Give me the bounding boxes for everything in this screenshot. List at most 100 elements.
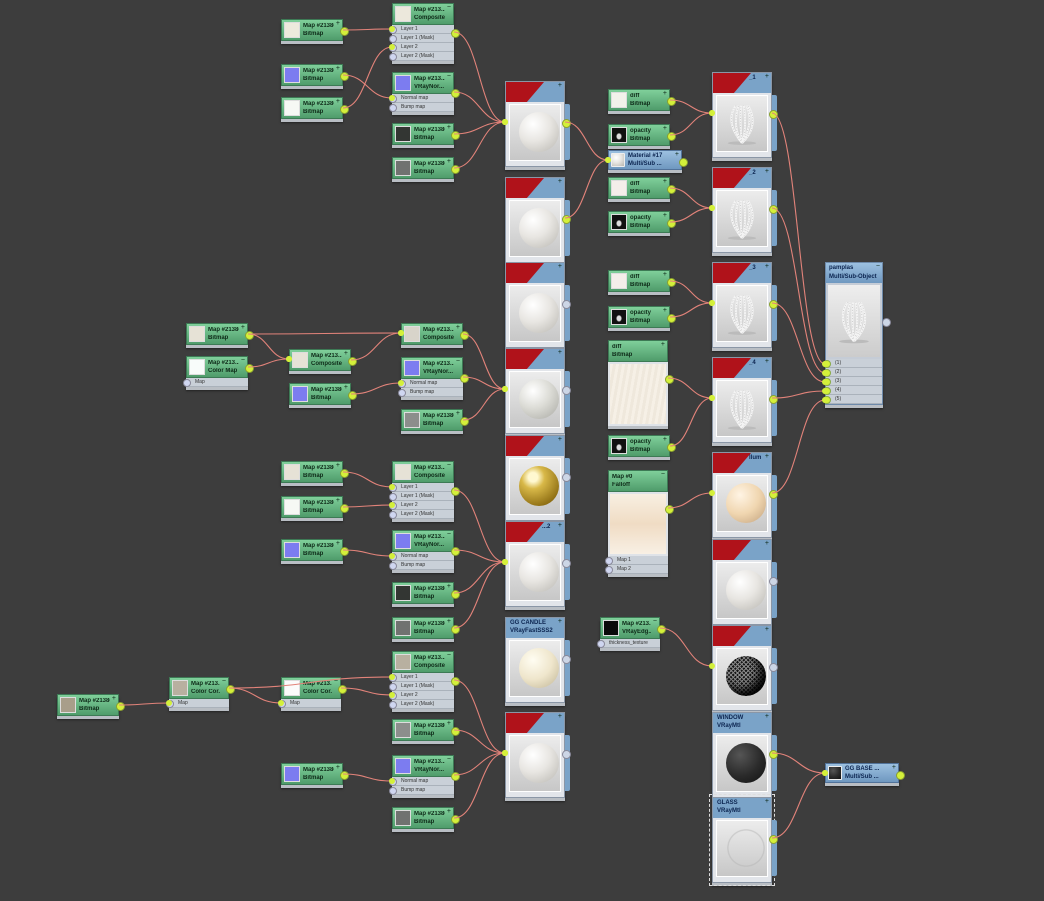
expand-icon[interactable]: + — [764, 168, 769, 175]
input-socket[interactable] — [823, 378, 831, 386]
collapse-icon[interactable]: − — [446, 73, 451, 80]
expand-icon[interactable]: + — [446, 618, 451, 625]
output-socket[interactable] — [769, 300, 778, 309]
material-node-m6[interactable]: ...2+ — [505, 521, 570, 607]
expand-icon[interactable]: + — [660, 341, 665, 348]
output-socket[interactable] — [769, 577, 778, 586]
output-socket[interactable] — [769, 750, 778, 759]
output-socket[interactable] — [451, 29, 460, 38]
expand-icon[interactable]: + — [446, 808, 451, 815]
collapse-icon[interactable]: − — [660, 471, 665, 478]
expand-icon[interactable]: + — [343, 350, 348, 357]
output-socket[interactable] — [562, 559, 571, 568]
input-socket[interactable] — [389, 44, 397, 52]
expand-icon[interactable]: + — [111, 695, 116, 702]
slot-bump-map[interactable]: Bump map — [389, 786, 454, 795]
output-socket[interactable] — [340, 27, 349, 36]
output-socket[interactable] — [245, 331, 254, 340]
expand-icon[interactable]: + — [335, 764, 340, 771]
slot-layer-1[interactable]: Layer 1 — [389, 673, 454, 682]
output-socket[interactable] — [451, 772, 460, 781]
collapse-icon[interactable]: − — [446, 462, 451, 469]
output-socket[interactable] — [667, 314, 676, 323]
slot-bump-map[interactable]: Bump map — [389, 103, 454, 112]
output-socket[interactable] — [562, 473, 571, 482]
slot-sub-material-2[interactable]: (2) — [823, 368, 882, 377]
output-socket[interactable] — [340, 72, 349, 81]
k_cc1-map-node[interactable]: Map #213...Color Cor...−Map — [166, 677, 229, 708]
slot-normal-map[interactable]: Normal map — [389, 552, 454, 561]
output-socket[interactable] — [451, 547, 460, 556]
slot-map-2[interactable]: Map 2 — [605, 565, 668, 574]
output-socket[interactable] — [340, 771, 349, 780]
expand-icon[interactable]: + — [662, 125, 667, 132]
slot-layer-1[interactable]: Layer 1 — [389, 25, 454, 34]
material-node-m_e[interactable]: llum+ — [712, 452, 777, 538]
expand-icon[interactable]: + — [335, 540, 340, 547]
input-socket[interactable] — [389, 701, 397, 709]
k_bm3-map-node[interactable]: Map #213862...Bitmap+ — [281, 763, 343, 785]
output-socket[interactable] — [667, 97, 676, 106]
expand-icon[interactable]: + — [335, 98, 340, 105]
output-socket[interactable] — [338, 685, 347, 694]
output-socket[interactable] — [460, 374, 469, 383]
material-node-m2[interactable]: + — [505, 177, 570, 263]
material-node-m1[interactable]: + — [505, 81, 570, 167]
slot-layer-1-mask-[interactable]: Layer 1 (Mask) — [389, 682, 454, 691]
material-node-m_c[interactable]: _3+ — [712, 262, 777, 348]
input-socket[interactable] — [823, 360, 831, 368]
input-socket[interactable] — [823, 369, 831, 377]
output-socket[interactable] — [562, 300, 571, 309]
input-socket[interactable] — [166, 700, 174, 708]
g_comp2-map-node[interactable]: Map #213...Composite+ — [401, 323, 463, 345]
slot-thickness-texture[interactable]: thickness_texture — [597, 639, 660, 648]
collapse-icon[interactable]: − — [446, 756, 451, 763]
k_bm4-map-node[interactable]: Map #213862...Bitmap+ — [392, 807, 454, 829]
t_bm4-map-node[interactable]: Map #213862...Bitmap+ — [392, 123, 454, 145]
g_bm1-map-node[interactable]: Map #213862...Bitmap+ — [186, 323, 248, 345]
output-socket[interactable] — [667, 132, 676, 141]
collapse-icon[interactable]: − — [652, 618, 657, 625]
slot-bump-map[interactable]: Bump map — [389, 561, 454, 570]
h_bm2-map-node[interactable]: Map #213862...Bitmap+ — [281, 496, 343, 518]
expand-icon[interactable]: + — [764, 798, 769, 805]
expand-icon[interactable]: + — [335, 497, 340, 504]
slot-map[interactable]: Map — [183, 378, 248, 387]
expand-icon[interactable]: + — [764, 713, 769, 720]
input-socket[interactable] — [597, 640, 605, 648]
output-socket[interactable] — [769, 205, 778, 214]
expand-icon[interactable]: + — [343, 384, 348, 391]
output-socket[interactable] — [769, 110, 778, 119]
input-socket[interactable] — [389, 674, 397, 682]
output-socket[interactable] — [451, 165, 460, 174]
input-socket[interactable] — [389, 493, 397, 501]
input-socket[interactable] — [823, 387, 831, 395]
collapse-icon[interactable]: − — [446, 4, 451, 11]
output-socket[interactable] — [667, 219, 676, 228]
expand-icon[interactable]: + — [335, 20, 340, 27]
collapse-icon[interactable]: − — [333, 678, 338, 685]
expand-icon[interactable]: + — [662, 307, 667, 314]
collapse-icon[interactable]: − — [455, 358, 460, 365]
expand-icon[interactable]: + — [764, 540, 769, 547]
input-socket[interactable] — [389, 778, 397, 786]
slot-layer-2-mask-[interactable]: Layer 2 (Mask) — [389, 700, 454, 709]
expand-icon[interactable]: + — [764, 263, 769, 270]
slot-sub-material-3[interactable]: (3) — [823, 377, 882, 386]
expand-icon[interactable]: + — [557, 436, 562, 443]
material-node-m3[interactable]: + — [505, 262, 570, 348]
slot-layer-1[interactable]: Layer 1 — [389, 483, 454, 492]
input-socket[interactable] — [389, 26, 397, 34]
expand-icon[interactable]: + — [662, 212, 667, 219]
